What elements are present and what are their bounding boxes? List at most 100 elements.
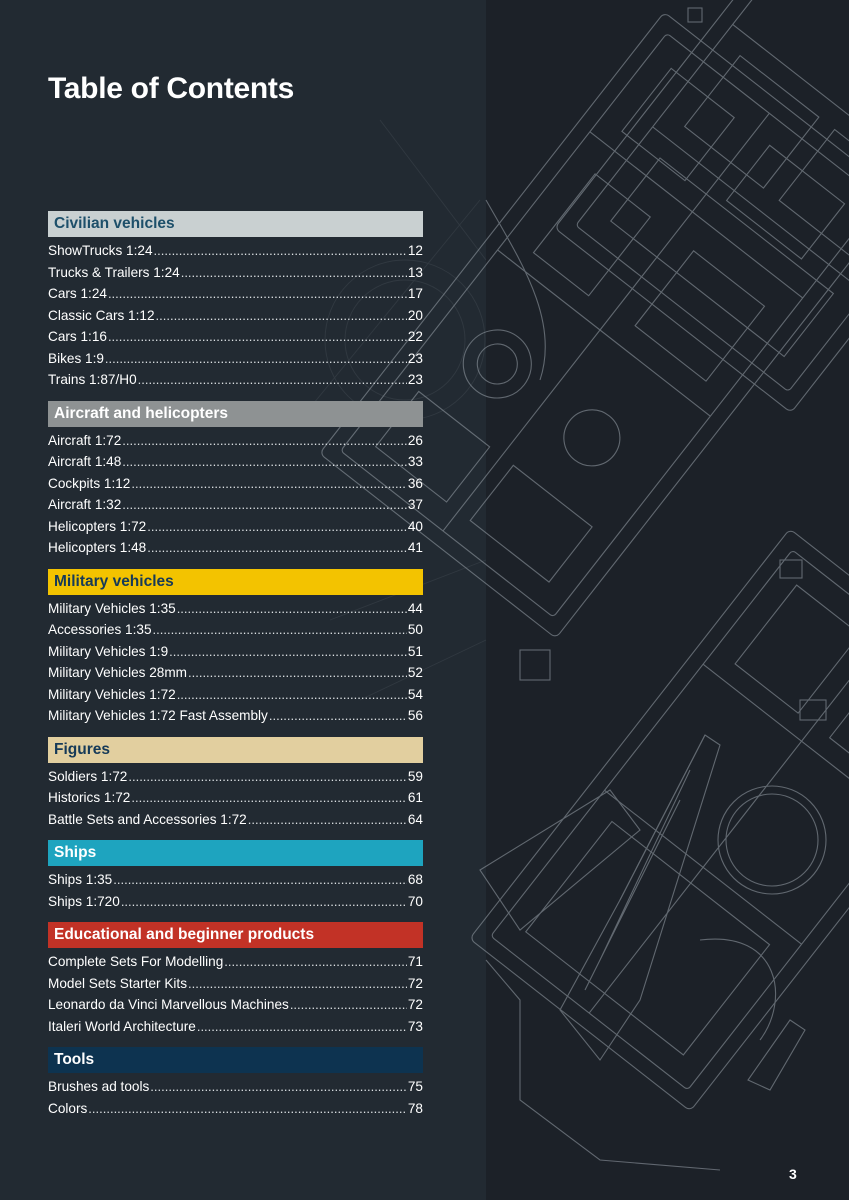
toc-entry[interactable]: Cars 1:1622 [48, 329, 423, 351]
toc-entry[interactable]: Trains 1:87/H0 23 [48, 372, 423, 394]
toc-entry[interactable]: Cars 1:24 17 [48, 286, 423, 308]
entry-page-number: 70 [407, 893, 423, 909]
toc-entry[interactable]: Soldiers 1:7259 [48, 769, 423, 791]
section-heading: Figures [48, 736, 423, 763]
toc-entry[interactable]: Colors78 [48, 1101, 423, 1123]
entry-page-number: 37 [407, 497, 423, 512]
toc-entry[interactable]: Historics 1:72 61 [48, 790, 423, 812]
toc-entry[interactable]: Model Sets Starter Kits72 [48, 976, 423, 998]
dot-leader [122, 454, 407, 469]
entry-page-number: 61 [407, 790, 423, 805]
toc-entry[interactable]: Aircraft 1:7226 [48, 433, 423, 455]
dot-leader [248, 812, 407, 827]
entry-page-number: 40 [407, 518, 423, 534]
dot-leader [290, 997, 407, 1012]
dot-leader [131, 476, 407, 491]
entry-page-number: 23 [407, 372, 423, 387]
toc-entry[interactable]: Battle Sets and Accessories 1:7264 [48, 812, 423, 834]
entry-title: Military Vehicles 1:72 [48, 686, 176, 702]
dot-leader [122, 433, 407, 448]
entry-page-number: 17 [407, 286, 423, 301]
toc-entry[interactable]: Classic Cars 1:12 20 [48, 308, 423, 330]
toc-entry[interactable]: Military Vehicles 1:7254 [48, 687, 423, 709]
right-panel [486, 0, 849, 1200]
entry-title: Leonardo da Vinci Marvellous Machines [48, 997, 289, 1012]
entry-title: Historics 1:72 [48, 790, 131, 805]
toc-entry[interactable]: Cockpits 1:1236 [48, 476, 423, 498]
entry-title: Model Sets Starter Kits [48, 975, 188, 991]
entry-page-number: 52 [407, 665, 423, 680]
toc-entry[interactable]: Military Vehicles 1:3544 [48, 601, 423, 623]
dot-leader [122, 497, 407, 512]
dot-leader [269, 708, 407, 723]
dot-leader [153, 622, 407, 637]
section-heading: Tools [48, 1047, 423, 1073]
sprue-frame-lower [471, 530, 849, 1110]
small-hull-part [747, 1019, 806, 1091]
entry-title: Accessories 1:35 [48, 622, 152, 637]
entry-title: Aircraft 1:32 [48, 497, 122, 512]
entry-title: Battle Sets and Accessories 1:72 [48, 811, 247, 827]
dot-leader [169, 644, 407, 659]
dot-leader [177, 687, 407, 702]
dot-leader [224, 954, 407, 969]
toc-entry[interactable]: Accessories 1:3550 [48, 622, 423, 644]
dot-leader [88, 1101, 407, 1116]
toc-entry[interactable]: Military Vehicles 1:951 [48, 644, 423, 666]
toc-entry[interactable]: Trucks & Trailers 1:2413 [48, 265, 423, 287]
toc-entry[interactable]: Complete Sets For Modelling71 [48, 954, 423, 976]
toc-entry[interactable]: Ships 1:3568 [48, 872, 423, 894]
toc-entry[interactable]: Italeri World Architecture73 [48, 1019, 423, 1041]
entry-title: Classic Cars 1:12 [48, 307, 155, 323]
entry-title: Bikes 1:9 [48, 350, 104, 366]
entry-page-number: 73 [407, 1018, 423, 1034]
entry-title: Cars 1:24 [48, 286, 107, 301]
entry-title: Aircraft 1:48 [48, 454, 122, 469]
toc-entry[interactable]: ShowTrucks 1:2412 [48, 243, 423, 265]
section-heading: Ships [48, 840, 423, 866]
dot-leader [108, 286, 407, 301]
toc-entry[interactable]: Leonardo da Vinci Marvellous Machines 72 [48, 997, 423, 1019]
dot-leader [188, 976, 407, 991]
toc-entry[interactable]: Helicopters 1:4841 [48, 540, 423, 562]
toc-entry[interactable]: Aircraft 1:4833 [48, 454, 423, 476]
toc-entry[interactable]: Bikes 1:9 23 [48, 351, 423, 373]
dot-leader [177, 601, 407, 616]
dot-leader [197, 1019, 407, 1034]
entry-title: Aircraft 1:72 [48, 432, 122, 448]
toc-entry[interactable]: Aircraft 1:32 37 [48, 497, 423, 519]
entry-title: Trains 1:87/H0 [48, 372, 137, 387]
dot-leader [150, 1079, 407, 1094]
entry-title: Military Vehicles 1:72 Fast Assembly [48, 708, 268, 723]
dot-leader [105, 351, 407, 366]
entry-page-number: 44 [407, 600, 423, 616]
entry-title: Cockpits 1:12 [48, 475, 131, 491]
entry-page-number: 23 [407, 350, 423, 366]
entry-page-number: 20 [407, 307, 423, 323]
hull-part [559, 734, 721, 1061]
toc-entry[interactable]: Military Vehicles 28mm52 [48, 665, 423, 687]
page-title: Table of Contents [48, 72, 295, 105]
entry-page-number: 41 [407, 540, 423, 555]
entry-page-number: 22 [407, 329, 423, 344]
dot-leader [156, 308, 407, 323]
entry-page-number: 12 [407, 243, 423, 258]
toc-entry[interactable]: Helicopters 1:72 40 [48, 519, 423, 541]
toc-entry[interactable]: Ships 1:72070 [48, 894, 423, 916]
sprue-frame-left [321, 14, 849, 637]
entry-page-number: 72 [407, 997, 423, 1012]
toc-entry[interactable]: Brushes ad tools75 [48, 1079, 423, 1101]
toc-entry[interactable]: Military Vehicles 1:72 Fast Assembly56 [48, 708, 423, 730]
section-heading: Educational and beginner products [48, 922, 423, 948]
entry-title: Helicopters 1:72 [48, 518, 147, 534]
entry-title: Brushes ad tools [48, 1079, 150, 1094]
dot-leader [154, 243, 407, 258]
